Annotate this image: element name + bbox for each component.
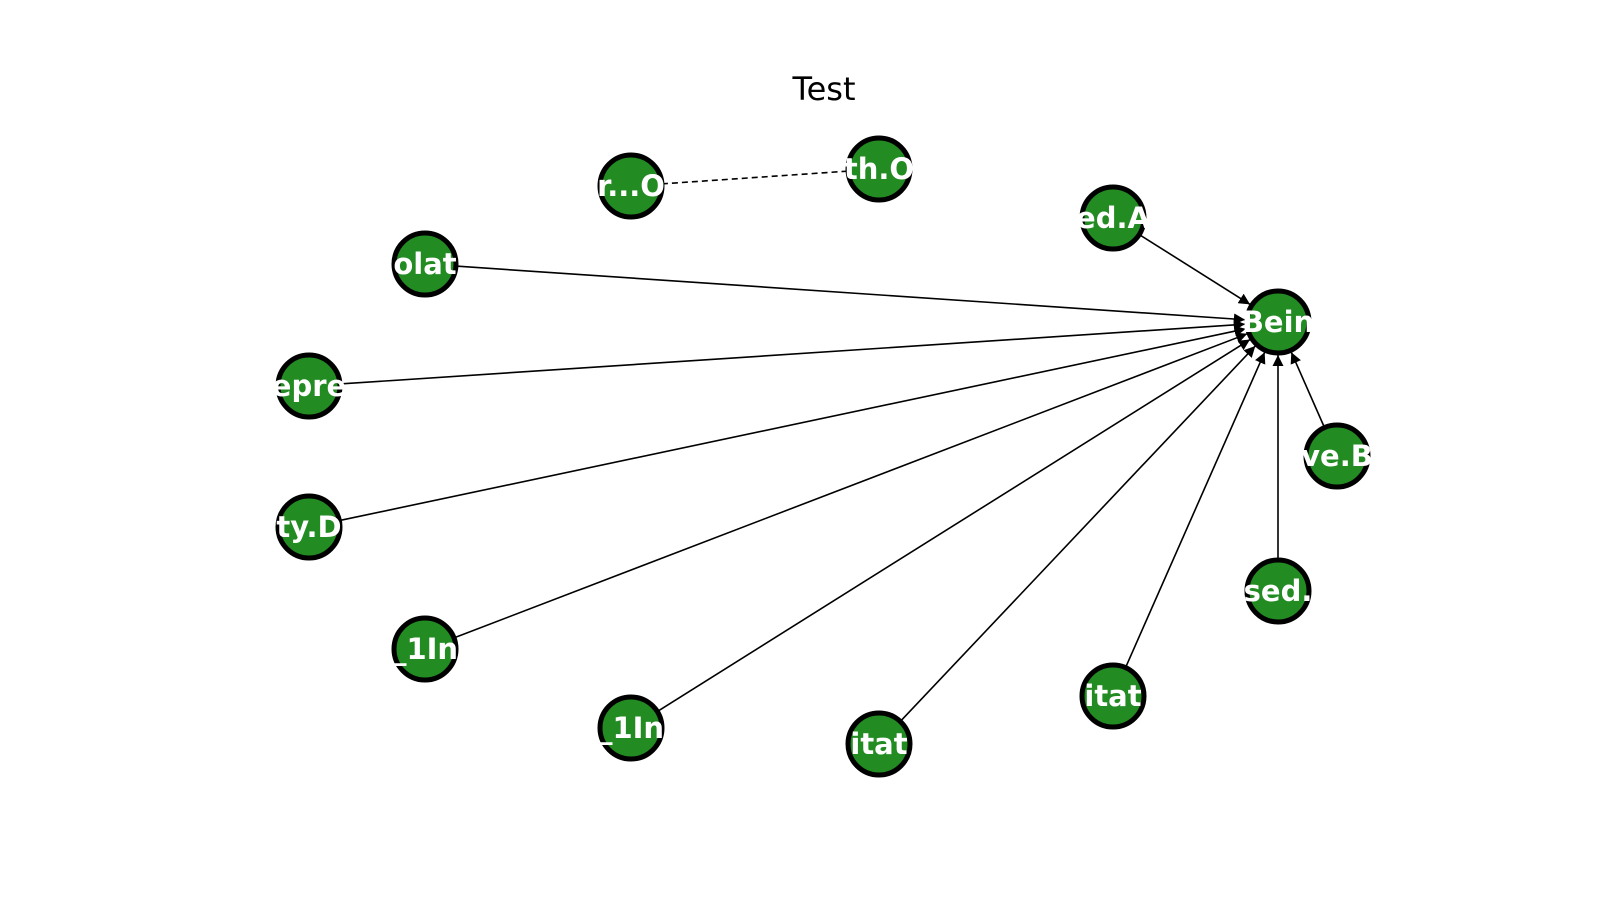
node-n12[interactable]: ve.B <box>1301 422 1373 490</box>
edge-n10-to-target <box>1124 351 1266 668</box>
node-n2[interactable]: th.O <box>844 135 914 203</box>
node-n5[interactable]: epre <box>272 352 346 420</box>
node-n11[interactable]: sed. <box>1244 557 1313 625</box>
edges-layer <box>339 170 1326 723</box>
node-circle[interactable] <box>1079 184 1147 252</box>
node-label: _1In <box>392 632 458 666</box>
node-circle[interactable] <box>597 152 665 220</box>
node-circle[interactable] <box>275 352 343 420</box>
node-circle[interactable] <box>845 710 913 778</box>
node-n3[interactable]: r...O <box>597 152 665 220</box>
node-n7[interactable]: _1In <box>391 615 459 683</box>
node-label: ve.B <box>1301 439 1373 473</box>
node-label: ed.A <box>1076 201 1150 235</box>
graph-title: Test <box>791 70 855 108</box>
node-n9[interactable]: itat <box>845 710 913 778</box>
node-circle[interactable] <box>391 230 459 298</box>
edge-n3-to-n2 <box>661 170 847 185</box>
edge-n5-to-target <box>339 319 1246 385</box>
node-circle[interactable] <box>1244 557 1312 625</box>
node-label: itat <box>1084 679 1141 713</box>
node-n8[interactable]: _1In <box>597 694 665 762</box>
node-n1[interactable]: ed.A <box>1076 184 1150 252</box>
node-circle[interactable] <box>597 694 665 762</box>
node-label: itat <box>850 727 907 761</box>
edge-n7-to-target <box>453 332 1248 639</box>
node-circle[interactable] <box>1303 422 1371 490</box>
node-label: th.O <box>844 152 914 186</box>
node-label: _1In <box>598 711 664 745</box>
node-label: r...O <box>597 169 665 203</box>
node-n4[interactable]: olat <box>391 230 459 298</box>
edge-n4-to-target <box>455 265 1246 325</box>
node-n6[interactable]: ty.D <box>275 493 343 561</box>
edge-n8-to-target <box>656 338 1251 713</box>
node-label: olat <box>393 247 456 281</box>
edge-n12-to-target <box>1290 351 1326 428</box>
node-target[interactable]: Bein <box>1242 288 1314 356</box>
node-circle[interactable] <box>1244 288 1312 356</box>
node-circle[interactable] <box>1079 662 1147 730</box>
node-circle[interactable] <box>275 493 343 561</box>
node-circle[interactable] <box>845 135 913 203</box>
edge-n6-to-target <box>339 325 1246 522</box>
edge-n9-to-target <box>899 345 1256 723</box>
edge-n1-to-target <box>1138 233 1251 306</box>
node-label: Bein <box>1242 305 1314 339</box>
node-label: sed. <box>1244 574 1313 608</box>
node-n10[interactable]: itat <box>1079 662 1147 730</box>
node-label: ty.D <box>276 510 341 544</box>
node-label: epre <box>272 369 346 403</box>
node-circle[interactable] <box>391 615 459 683</box>
